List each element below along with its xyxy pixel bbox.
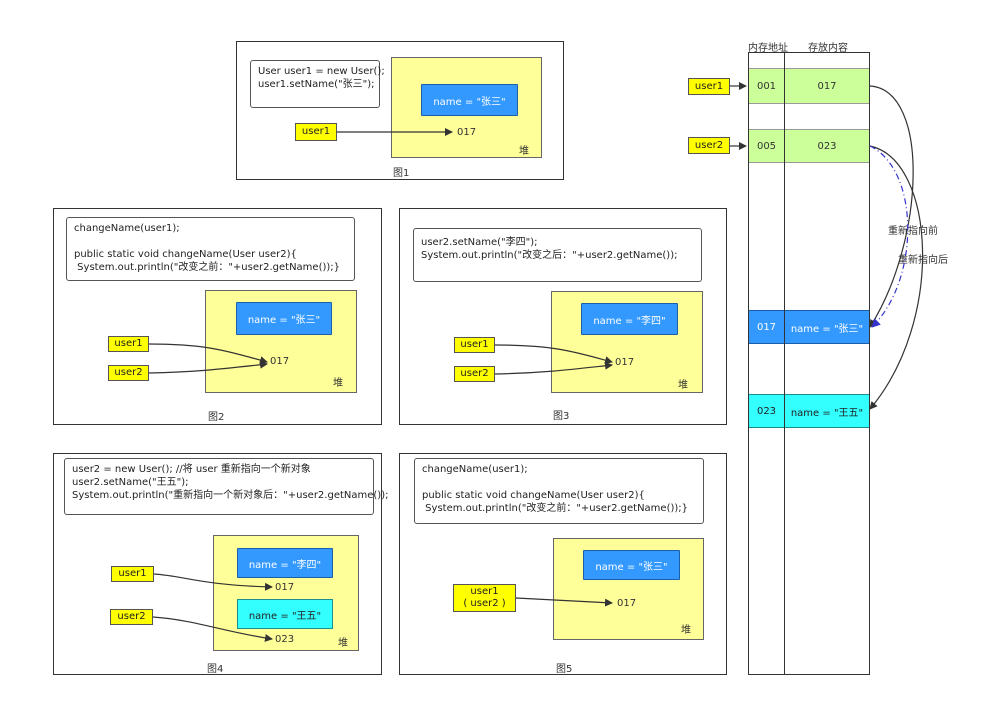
figure-5-object: name = "张三" (583, 550, 680, 580)
label-before-repoint: 重新指向前 (888, 226, 938, 237)
memory-row-023-address: 023 (749, 394, 784, 428)
figure-5-heap-label: 堆 (681, 625, 691, 636)
memory-row-023-content: name = "王五" (785, 394, 869, 428)
figure-1-caption: 图1 (393, 168, 410, 179)
figure-5-var-line1: user1 (470, 586, 499, 597)
figure-3-address: 017 (615, 357, 635, 368)
memory-header-content: 存放内容 (808, 43, 848, 54)
figure-4-object-2: name = "王五" (237, 599, 333, 629)
memory-row-001-content: 017 (785, 68, 869, 104)
figure-4-address-1: 017 (275, 582, 295, 593)
figure-2-code: changeName(user1); public static void ch… (66, 217, 355, 281)
figure-2-object: name = "张三" (236, 302, 332, 335)
memory-row-001-address: 001 (749, 68, 784, 104)
figure-3-var-user2: user2 (454, 366, 495, 382)
label-after-repoint: 重新指向后 (898, 255, 948, 266)
figure-4-var-user1: user1 (111, 566, 154, 582)
figure-4-address-2: 023 (275, 634, 295, 645)
memory-var-user1: user1 (688, 78, 730, 95)
memory-row-017-content: name = "张三" (785, 310, 869, 344)
memory-row-005-address: 005 (749, 129, 784, 163)
figure-4-code: user2 = new User(); //将 user 重新指向一个新对象 u… (64, 458, 388, 515)
memory-table-divider (784, 52, 785, 675)
memory-arrow-001-to-017 (869, 85, 914, 328)
figure-4-object-1: name = "李四" (237, 548, 333, 578)
figure-1-var-user1: user1 (295, 123, 337, 141)
memory-table (748, 52, 870, 675)
figure-1-heap-label: 堆 (519, 146, 529, 157)
figure-2-var-user2: user2 (108, 365, 149, 381)
figure-5-var-user1-user2: user1 ( user2 ) (453, 584, 516, 612)
memory-arrow-005-to-023-after (869, 145, 924, 410)
figure-2-var-user1: user1 (108, 336, 149, 352)
figure-3-code: user2.setName("李四"); System.out.println(… (413, 228, 702, 282)
figure-1-address: 017 (457, 127, 477, 138)
figure-3-var-user1: user1 (454, 337, 495, 353)
figure-5-code: changeName(user1); public static void ch… (414, 458, 704, 524)
figure-5-caption: 图5 (556, 664, 573, 675)
figure-3-heap-label: 堆 (678, 380, 688, 391)
figure-1-object: name = "张三" (421, 84, 518, 116)
figure-2-heap-label: 堆 (333, 378, 343, 389)
figure-4-var-user2: user2 (110, 609, 153, 625)
memory-row-005-content: 023 (785, 129, 869, 163)
figure-4-heap-label: 堆 (338, 638, 348, 649)
memory-var-user2: user2 (688, 137, 730, 154)
figure-2-caption: 图2 (208, 412, 225, 423)
figure-4-caption: 图4 (207, 664, 224, 675)
memory-row-017-address: 017 (749, 310, 784, 344)
figure-5-address: 017 (617, 598, 637, 609)
memory-header-address: 内存地址 (748, 43, 788, 54)
figure-3-caption: 图3 (553, 411, 570, 422)
figure-3-object: name = "李四" (581, 303, 678, 335)
figure-2-address: 017 (270, 356, 290, 367)
figure-1-code: User user1 = new User(); user1.setName("… (250, 60, 385, 108)
figure-5-var-line2: ( user2 ) (463, 598, 506, 609)
